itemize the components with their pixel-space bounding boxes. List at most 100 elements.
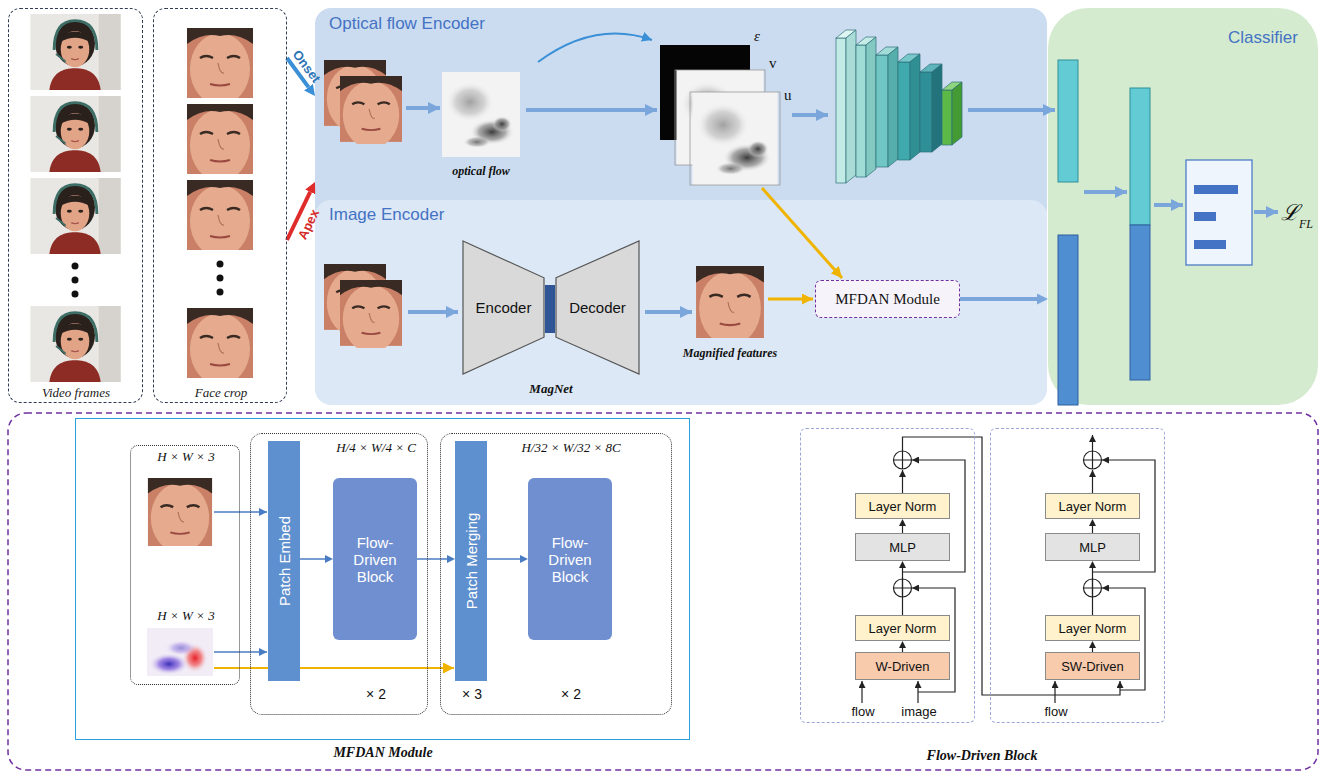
- caption-label: Flow-Driven Block: [927, 748, 1038, 763]
- optical-flow-illustration-part: [442, 72, 520, 157]
- flow-driven-block: Flow-Driven Block: [333, 478, 417, 640]
- block-frame: flowimageLayer NormMLPLayer NormW-Driven: [800, 428, 975, 723]
- caption-label: ℒ: [1281, 200, 1299, 225]
- optical-flow-illustration-part-part: [846, 30, 856, 183]
- stage-group-text: × 2: [561, 686, 581, 702]
- text-holder: Flow-Driven Block: [528, 478, 612, 640]
- encoder-panel: Image EncoderEncoder Decoder MFDAN Module: [315, 200, 1047, 405]
- flow-driven-block-text: Flow-Driven Block: [338, 534, 412, 585]
- connector: [300, 558, 325, 560]
- block-wiring-part: [1084, 451, 1102, 469]
- connector: [1092, 526, 1093, 533]
- text-holder: flow: [1044, 704, 1067, 719]
- text-holder: Layer Norm: [856, 616, 949, 640]
- label-holder: Flow-Driven Block: [927, 746, 1038, 764]
- image-sequence-panel: Face crop: [153, 8, 287, 403]
- encoder-panel-text: Optical flow Encoder: [329, 14, 485, 33]
- optical-flow-illustration-part-part: [910, 54, 920, 160]
- decoder-trapezoid: Decoder: [555, 240, 640, 375]
- label-holder: MagNet: [529, 379, 572, 397]
- text-holder: Face crop: [195, 385, 248, 401]
- decoder-trapezoid-shape: [556, 241, 639, 374]
- block-frame: flowLayer NormMLPLayer NormSW-Driven: [990, 428, 1165, 723]
- block-wiring-part: [861, 681, 862, 703]
- text-holder: Flow-Driven Block: [333, 478, 417, 640]
- encoder-trapezoid: Encoder: [462, 240, 545, 375]
- classifier-panel: Classifier: [1048, 8, 1318, 405]
- block-wiring-part: [1092, 435, 1093, 451]
- layer-norm-box: Layer Norm: [855, 615, 950, 641]
- text-holder: MFDAN Module: [816, 281, 959, 317]
- text-holder: H × W × 3: [157, 608, 214, 624]
- video-frame-images-part: [72, 263, 79, 270]
- block-wiring: [862, 435, 1155, 703]
- text-holder: Optical flow Encoder: [329, 14, 485, 34]
- face-crop-images-part: [217, 261, 224, 268]
- face-crop-images-part: [187, 104, 253, 181]
- text-holder: Layer Norm: [1046, 616, 1139, 640]
- optical-flow-illustration-part: [690, 92, 780, 185]
- classifier-illustration-part: [1194, 185, 1238, 194]
- face-crop-images-part: [187, 308, 253, 385]
- mlp-box-text: MLP: [889, 540, 916, 555]
- classifier-illustration-part: [1058, 235, 1078, 405]
- encoder-panel-text: Image Encoder: [329, 205, 444, 224]
- attention-box: W-Driven: [855, 652, 950, 680]
- optical-flow-illustration-part-part: [836, 38, 846, 183]
- text-holder: Encoder: [462, 240, 545, 375]
- layer-norm-box-text: Layer Norm: [1059, 621, 1127, 636]
- edge-label: Onset: [290, 47, 324, 85]
- video-frame-images-part: [72, 277, 79, 284]
- text-holder: H/4 × W/4 × C: [336, 440, 416, 456]
- patch-embed-bar: Patch Embed: [268, 441, 300, 681]
- flow-driven-block: Flow-Driven Block: [528, 478, 612, 640]
- face-crop-images-part: [187, 28, 253, 105]
- caption-label: optical flow: [452, 164, 510, 178]
- classifier-illustration-part: [1130, 225, 1150, 380]
- block-wiring-part: [894, 451, 912, 469]
- encoder-panel: Optical flow Encoder: [315, 8, 1047, 200]
- layer-norm-box: Layer Norm: [1045, 615, 1140, 641]
- label-holder: FL: [1299, 214, 1313, 232]
- decoder-trapezoid-text: Decoder: [569, 299, 626, 316]
- label-holder: optical flow: [452, 161, 510, 179]
- text-holder: Decoder: [555, 240, 640, 375]
- label-holder: ε: [754, 27, 760, 45]
- caption-label: Magnified features: [683, 346, 777, 360]
- optical-flow-illustration-part: [340, 76, 402, 148]
- optical-flow-illustration-part: [526, 108, 657, 112]
- optical-flow-illustration-part-part: [856, 45, 866, 177]
- classifier-illustration-part: [1154, 203, 1183, 207]
- encoder-panel-fill: [315, 8, 1047, 224]
- attention-box-text: W-Driven: [876, 659, 930, 674]
- stage-group: H/32 × W/32 × 8C× 3× 2Patch MergingFlow-…: [440, 433, 672, 715]
- module-frame: MFDAN ModuleH × W × 3H × W × 3H/4 × W/4 …: [75, 418, 690, 740]
- text-holder: × 2: [366, 686, 386, 703]
- image-encoder-illustration-part: [340, 280, 402, 352]
- caption-label: ε: [754, 28, 760, 44]
- mlp-box: MLP: [1045, 533, 1140, 561]
- text-holder: Patch Merging: [463, 513, 480, 610]
- patch-merging-bar-text: Patch Merging: [463, 513, 480, 610]
- optical-flow-illustration-part: [968, 108, 1055, 112]
- patch-embed-bar-text: Patch Embed: [276, 516, 293, 606]
- classifier-illustration-part: [1130, 88, 1150, 225]
- classifier-illustration: [1058, 60, 1278, 405]
- text-holder: image: [901, 704, 936, 719]
- block-wiring-part: [1084, 451, 1102, 469]
- stage-group-text: × 3: [462, 686, 482, 702]
- optical-flow-illustration-part: [792, 113, 828, 117]
- image-sequence-panel-text: Face crop: [195, 385, 248, 400]
- stage-group-text: H/4 × W/4 × C: [336, 440, 416, 455]
- patch-merging-bar: Patch Merging: [455, 441, 487, 681]
- attention-box: SW-Driven: [1045, 652, 1140, 680]
- classifier-illustration-part: [1084, 190, 1127, 194]
- image-encoder-illustration-part: [768, 298, 813, 301]
- classifier-illustration-part: [1254, 210, 1278, 214]
- stage-group: H/4 × W/4 × C × 2 Patch Embed Flow-Driven B…: [250, 433, 428, 715]
- video-frame-images-part: [72, 291, 79, 298]
- module-box: MFDAN Module: [815, 280, 960, 318]
- input-group-text: H × W × 3: [157, 449, 214, 464]
- lower-region-illustration-part: [8, 413, 1318, 770]
